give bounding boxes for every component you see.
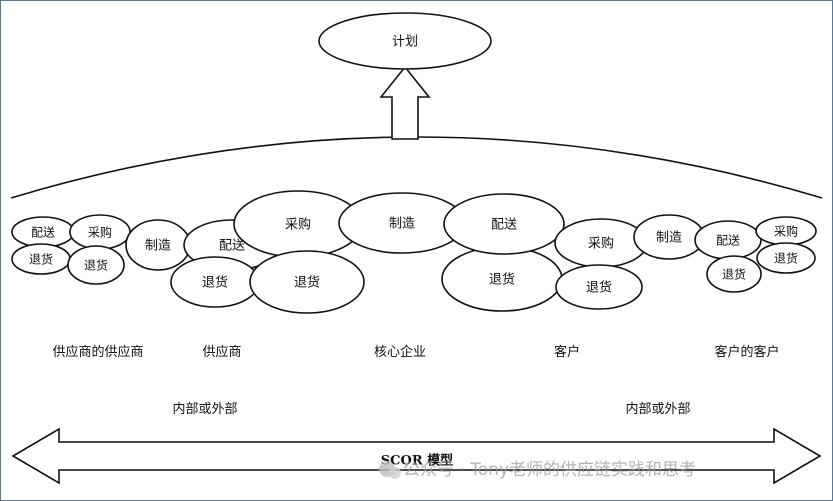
s-delivery-label: 配送 <box>219 239 245 254</box>
s-return-label: 退货 <box>202 275 228 291</box>
wechat-icon-bubble <box>389 467 401 479</box>
scope-label-left: 内部或外部 <box>172 401 237 417</box>
core-delivery-label: 配送 <box>491 218 517 233</box>
dome-curve <box>10 136 823 199</box>
ss-return-a-label: 退货 <box>29 252 53 267</box>
plan-ellipse <box>318 12 492 70</box>
cc-return-b-label: 退货 <box>774 251 798 266</box>
entity-customer: 客户 <box>554 344 580 360</box>
s-make-label: 制造 <box>145 239 171 254</box>
core-return-ellipse <box>249 250 365 314</box>
entity-suppliers-supplier: 供应商的供应商 <box>52 344 143 360</box>
entity-customers-customer: 客户的客户 <box>714 344 779 360</box>
cc-return-a-label: 退货 <box>722 267 746 282</box>
core-delivery-ellipse <box>443 193 565 255</box>
entity-supplier: 供应商 <box>202 344 241 360</box>
watermark: 公众号 · Tony老师的供应链实践和思考 <box>379 460 696 480</box>
c-return-ellipse <box>555 264 643 310</box>
c-return-label: 退货 <box>586 280 612 296</box>
cc-delivery-label: 配送 <box>716 233 740 248</box>
core-make-label: 制造 <box>389 217 415 232</box>
plan-up-arrow <box>379 65 431 140</box>
core-purchase-label: 采购 <box>285 217 311 233</box>
core-return-right-label: 退货 <box>489 272 515 288</box>
scor-double-arrow <box>11 427 822 485</box>
ss-return-b-ellipse <box>67 245 125 285</box>
c-make-label: 制造 <box>656 231 682 246</box>
ss-delivery-label: 配送 <box>31 225 55 240</box>
plan-label: 计划 <box>392 35 418 50</box>
entity-core-enterprise: 核心企业 <box>374 344 426 360</box>
scope-label-right: 内部或外部 <box>625 401 690 417</box>
cc-return-a-ellipse <box>706 255 762 293</box>
c-purchase-label: 采购 <box>588 236 614 252</box>
watermark-text: 公众号 · Tony老师的供应链实践和思考 <box>403 460 696 480</box>
cc-return-b-ellipse <box>756 242 816 274</box>
cc-purchase-label: 采购 <box>774 224 798 239</box>
core-return-label: 退货 <box>294 275 320 291</box>
ss-purchase-label: 采购 <box>88 225 112 240</box>
ss-return-b-label: 退货 <box>84 258 108 273</box>
scor-model-label: SCOR 模型 <box>381 453 453 469</box>
